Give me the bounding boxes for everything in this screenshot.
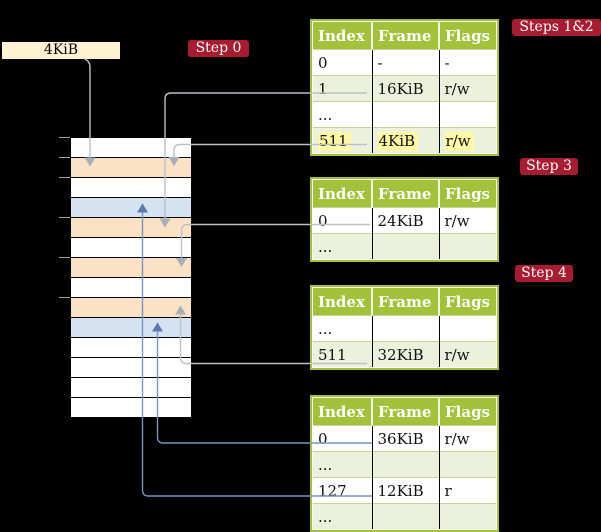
highlight: 4KiB xyxy=(377,131,419,151)
memory-cell-peach xyxy=(71,218,191,238)
table-row: ... xyxy=(313,315,496,342)
header-frame: Frame xyxy=(372,180,440,208)
header-index: Index xyxy=(313,288,373,316)
header-frame: Frame xyxy=(372,398,440,426)
highlight: 511 xyxy=(318,131,351,151)
header-flags: Flags xyxy=(439,22,496,50)
table-row: ... xyxy=(313,233,496,259)
table-row: 1 16KiB r/w xyxy=(313,75,496,102)
step-3-badge: Step 3 xyxy=(520,158,578,175)
memory-cell-white xyxy=(71,138,191,158)
memory-cell-blue xyxy=(71,198,191,218)
page-table-level-4: Index Frame Flags 0 36KiB r/w ... 127 12… xyxy=(310,395,499,532)
table-header-row: Index Frame Flags xyxy=(313,398,496,426)
memory-cell-white xyxy=(71,278,191,298)
header-flags: Flags xyxy=(439,398,496,426)
table-row: 0 36KiB r/w xyxy=(313,425,496,452)
table-row: ... xyxy=(313,451,496,478)
step-4-badge: Step 4 xyxy=(515,265,573,282)
memory-cell-white xyxy=(71,378,191,398)
page-table-level-3: Index Frame Flags ... 511 32KiB r/w xyxy=(310,285,499,370)
memory-cell-white xyxy=(71,338,191,358)
tick-mark xyxy=(59,257,70,258)
table-row-highlighted: 511 4KiB r/w xyxy=(313,127,496,153)
table-row: 511 32KiB r/w xyxy=(313,341,496,367)
header-index: Index xyxy=(313,22,373,50)
memory-cell-blue xyxy=(71,318,191,338)
table-row: 0 24KiB r/w xyxy=(313,207,496,234)
table-row: ... xyxy=(313,503,496,529)
table-header-row: Index Frame Flags xyxy=(313,22,496,50)
physical-memory-stack xyxy=(70,137,192,418)
tick-mark xyxy=(59,217,70,218)
tick-mark xyxy=(59,157,70,158)
memory-cell-white xyxy=(71,358,191,378)
header-frame: Frame xyxy=(372,288,440,316)
step-0-badge: Step 0 xyxy=(188,40,249,57)
page-table-level-1: Index Frame Flags 0 - - 1 16KiB r/w ... … xyxy=(310,19,499,156)
memory-cell-white xyxy=(71,178,191,198)
tick-mark xyxy=(59,177,70,178)
header-flags: Flags xyxy=(439,288,496,316)
page-table-level-2: Index Frame Flags 0 24KiB r/w ... xyxy=(310,177,499,262)
memory-cell-peach xyxy=(71,258,191,278)
memory-cell-peach xyxy=(71,298,191,318)
steps-1-2-badge: Steps 1&2 xyxy=(512,19,601,36)
highlight: r/w xyxy=(444,131,474,151)
table-header-row: Index Frame Flags xyxy=(313,288,496,316)
frame-size-box: 4KiB xyxy=(2,42,120,59)
table-header-row: Index Frame Flags xyxy=(313,180,496,208)
table-row: 0 - - xyxy=(313,49,496,76)
header-index: Index xyxy=(313,180,373,208)
memory-cell-white xyxy=(71,238,191,258)
memory-cell-peach xyxy=(71,158,191,178)
table-row: 127 12KiB r xyxy=(313,477,496,504)
tick-mark xyxy=(59,297,70,298)
header-index: Index xyxy=(313,398,373,426)
memory-cell-white xyxy=(71,398,191,417)
tick-mark xyxy=(59,137,70,138)
header-frame: Frame xyxy=(372,22,440,50)
header-flags: Flags xyxy=(439,180,496,208)
table-row: ... xyxy=(313,101,496,128)
